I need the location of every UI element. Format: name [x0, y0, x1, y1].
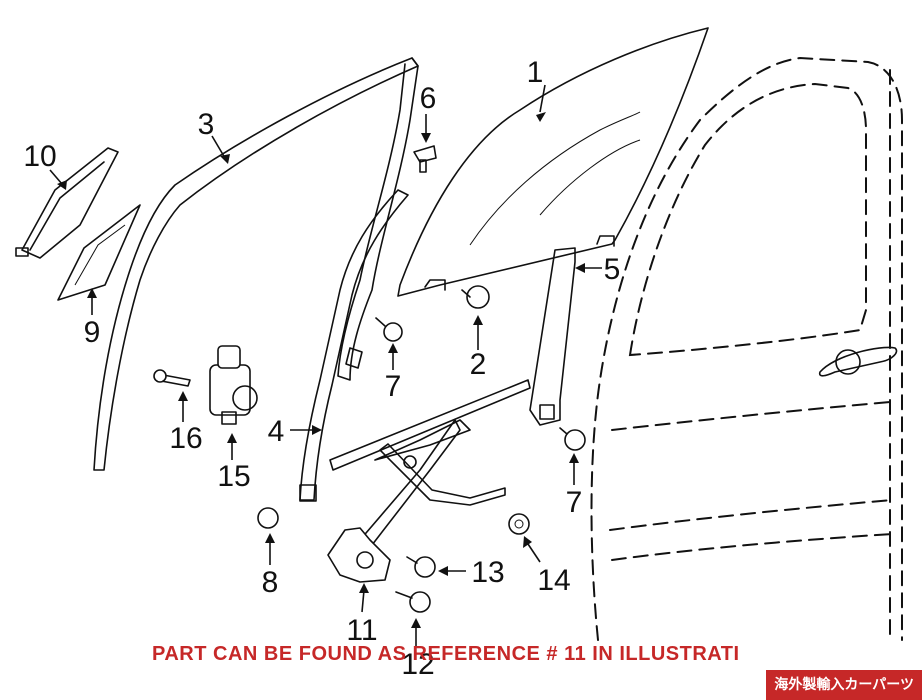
front-glass-run-channel: [93, 57, 419, 471]
bolt-8: [257, 507, 279, 529]
bolt-7-right: [559, 427, 586, 451]
callout-10: 10: [23, 140, 56, 173]
callout-12: 12: [401, 648, 434, 681]
bolt-7-left: [375, 317, 403, 342]
callout-13: 13: [471, 556, 504, 589]
door-panel-outline: [590, 56, 903, 641]
callout-11: 11: [346, 614, 377, 647]
bolt-16: [153, 369, 191, 387]
callout-7-left: 7: [385, 370, 402, 403]
callout-1: 1: [527, 56, 544, 89]
callout-7-right: 7: [566, 486, 583, 519]
callout-15: 15: [217, 460, 250, 493]
callout-5: 5: [604, 253, 621, 286]
leader-lines: [49, 84, 602, 648]
bolt-12: [395, 591, 431, 613]
callout-2: 2: [470, 348, 487, 381]
nut-14: [508, 513, 530, 535]
window-motor: [209, 345, 258, 425]
bolt-13: [406, 556, 436, 578]
quarter-glass: [57, 204, 141, 301]
callout-9: 9: [84, 316, 101, 349]
callout-3: 3: [198, 108, 215, 141]
door-handle: [818, 346, 898, 377]
rear-glass-run-channel: [299, 189, 409, 502]
window-glass: [397, 27, 709, 297]
bolt-2: [461, 285, 490, 309]
watermark-badge: 海外製輸入カーパーツ: [766, 670, 922, 700]
bolt-6: [413, 145, 437, 173]
callout-4: 4: [268, 415, 285, 448]
window-regulator: [327, 379, 531, 583]
callout-14: 14: [537, 564, 570, 597]
quarter-glass-channel: [15, 147, 119, 259]
reference-caption: PART CAN BE FOUND AS REFERENCE # 11 IN I…: [152, 643, 740, 665]
callout-6: 6: [420, 82, 437, 115]
callout-8: 8: [262, 566, 279, 599]
rear-guide-rail: [529, 247, 576, 426]
callout-16: 16: [169, 422, 202, 455]
